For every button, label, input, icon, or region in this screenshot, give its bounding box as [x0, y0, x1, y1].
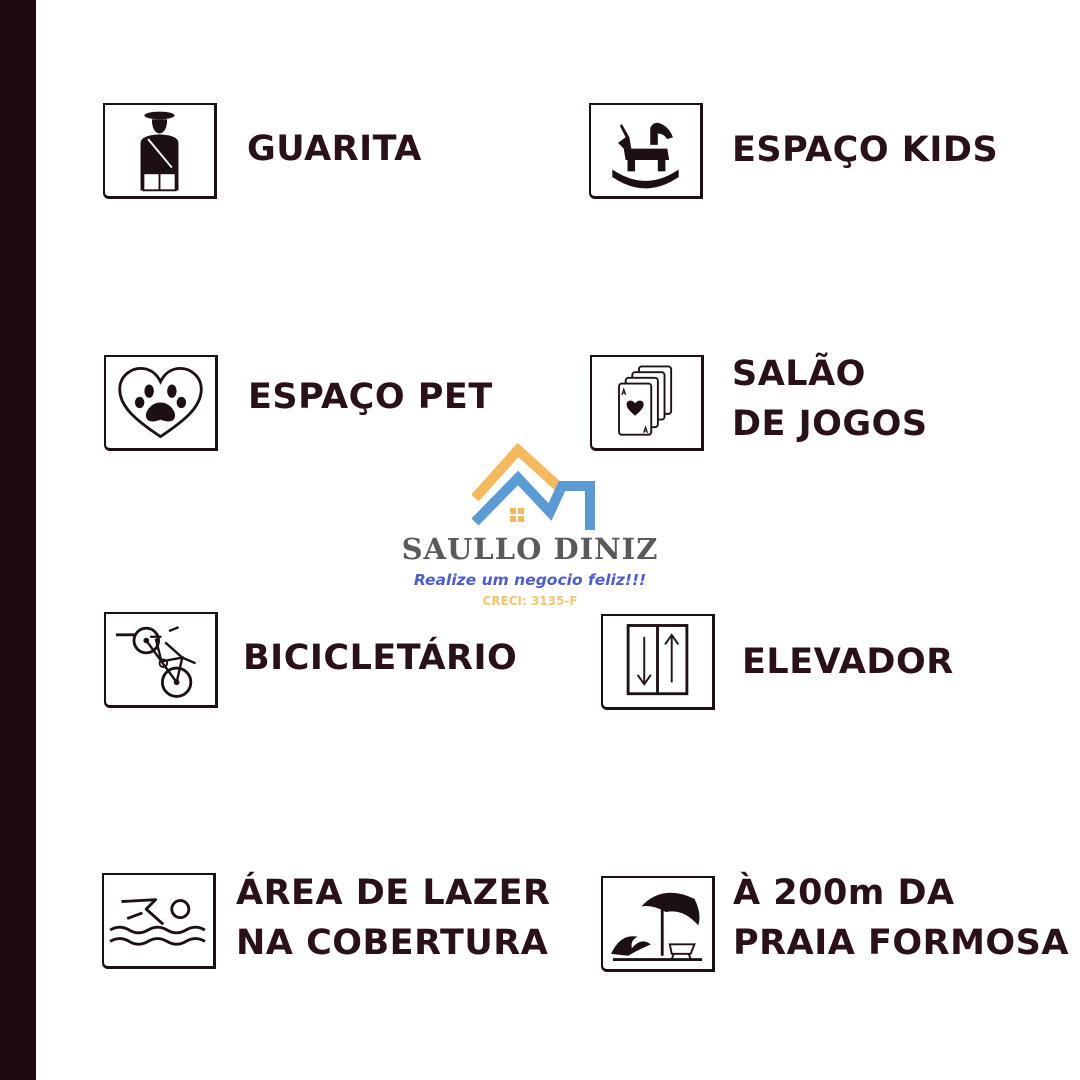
- side-bar: [0, 0, 36, 1080]
- label-games: SALÃO DE JOGOS: [732, 349, 928, 449]
- bicycle-icon: [104, 612, 218, 708]
- label-leisure-line2: NA COBERTURA: [236, 923, 549, 963]
- label-beach: À 200m DA PRAIA FORMOSA: [733, 868, 1069, 968]
- swimmer-icon: [102, 873, 216, 969]
- label-guard-line1: GUARITA: [247, 129, 422, 169]
- label-guard: GUARITA: [247, 124, 422, 174]
- label-elevator: ELEVADOR: [742, 637, 954, 687]
- label-pet-line1: ESPAÇO PET: [248, 377, 493, 417]
- label-elevator-line1: ELEVADOR: [742, 642, 954, 682]
- security-guard-icon: [103, 103, 217, 199]
- label-leisure-line1: ÁREA DE LAZER: [236, 873, 551, 913]
- label-kids: ESPAÇO KIDS: [732, 125, 998, 175]
- label-bike: BICICLETÁRIO: [243, 633, 517, 683]
- label-leisure: ÁREA DE LAZER NA COBERTURA: [236, 868, 551, 968]
- paw-heart-icon: [104, 355, 218, 451]
- beach-umbrella-icon: [601, 876, 715, 972]
- house-roof-icon: [471, 442, 595, 530]
- label-games-line2: DE JOGOS: [732, 404, 928, 444]
- rocking-horse-icon: [589, 103, 703, 199]
- label-bike-line1: BICICLETÁRIO: [243, 638, 518, 678]
- label-pet: ESPAÇO PET: [248, 372, 493, 422]
- logo-creci: CRECI: 3135-F: [482, 594, 578, 608]
- logo-name: SAULLO DINIZ: [401, 532, 659, 566]
- label-beach-line1: À 200m DA: [733, 873, 955, 913]
- elevator-icon: [601, 614, 715, 710]
- label-beach-line2: PRAIA FORMOSA: [733, 923, 1069, 963]
- playing-cards-icon: [590, 355, 704, 451]
- logo-slogan: Realize um negocio feliz!!!: [413, 571, 647, 589]
- label-kids-line1: ESPAÇO KIDS: [732, 130, 999, 170]
- logo: SAULLO DINIZ Realize um negocio feliz!!!…: [380, 440, 680, 615]
- label-games-line1: SALÃO: [732, 354, 866, 394]
